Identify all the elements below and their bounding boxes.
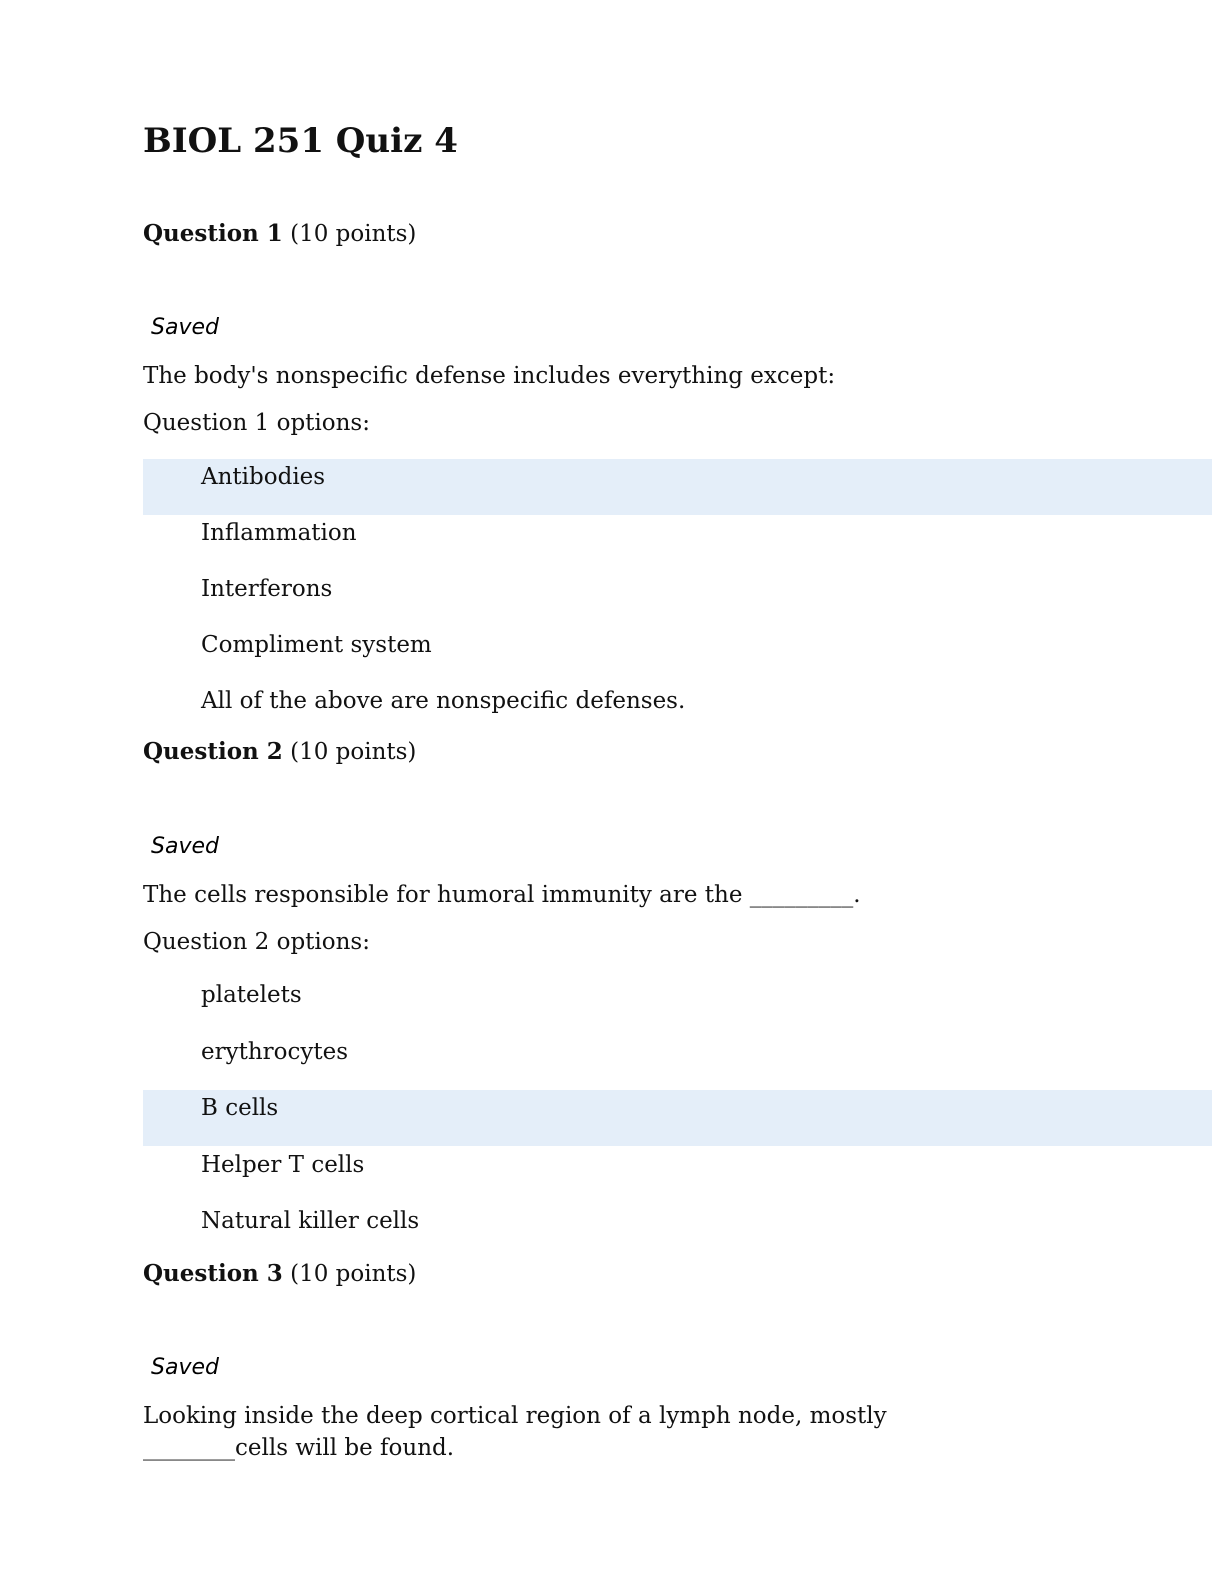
question-3-saved-status: Saved xyxy=(151,1355,219,1380)
question-1-option-inflammation[interactable]: Inflammation xyxy=(201,520,357,546)
question-1-points: (10 points) xyxy=(290,221,417,247)
question-3-label: Question 3 xyxy=(143,1260,283,1287)
question-2-label: Question 2 xyxy=(143,738,283,765)
question-1-options-label: Question 1 options: xyxy=(143,410,370,436)
question-2-header: Question 2 (10 points) xyxy=(143,737,416,767)
question-2-prompt: The cells responsible for humoral immuni… xyxy=(143,882,861,908)
question-1-option-all-of-the-above[interactable]: All of the above are nonspecific defense… xyxy=(201,688,686,714)
question-1-option-interferons[interactable]: Interferons xyxy=(201,576,333,602)
question-2-option-erythrocytes[interactable]: erythrocytes xyxy=(201,1039,349,1065)
question-3-header: Question 3 (10 points) xyxy=(143,1259,416,1289)
question-2-saved-status: Saved xyxy=(151,834,219,859)
question-2-options-label: Question 2 options: xyxy=(143,929,370,955)
question-2-option-b-cells[interactable]: B cells xyxy=(143,1090,1212,1146)
question-1-header: Question 1 (10 points) xyxy=(143,219,416,249)
question-3-prompt: Looking inside the deep cortical region … xyxy=(143,1403,887,1461)
question-1-option-compliment-system[interactable]: Compliment system xyxy=(201,632,432,658)
question-2-option-helper-t-cells[interactable]: Helper T cells xyxy=(201,1152,365,1178)
question-2-option-natural-killer-cells[interactable]: Natural killer cells xyxy=(201,1208,420,1234)
question-1-prompt: The body's nonspecific defense includes … xyxy=(143,363,836,389)
question-3-points: (10 points) xyxy=(290,1261,417,1287)
question-1-saved-status: Saved xyxy=(151,315,219,340)
question-1-label: Question 1 xyxy=(143,220,283,247)
question-2-points: (10 points) xyxy=(290,739,417,765)
question-1-option-antibodies[interactable]: Antibodies xyxy=(143,459,1212,515)
question-2-option-platelets[interactable]: platelets xyxy=(201,982,302,1008)
page-title: BIOL 251 Quiz 4 xyxy=(143,121,458,161)
